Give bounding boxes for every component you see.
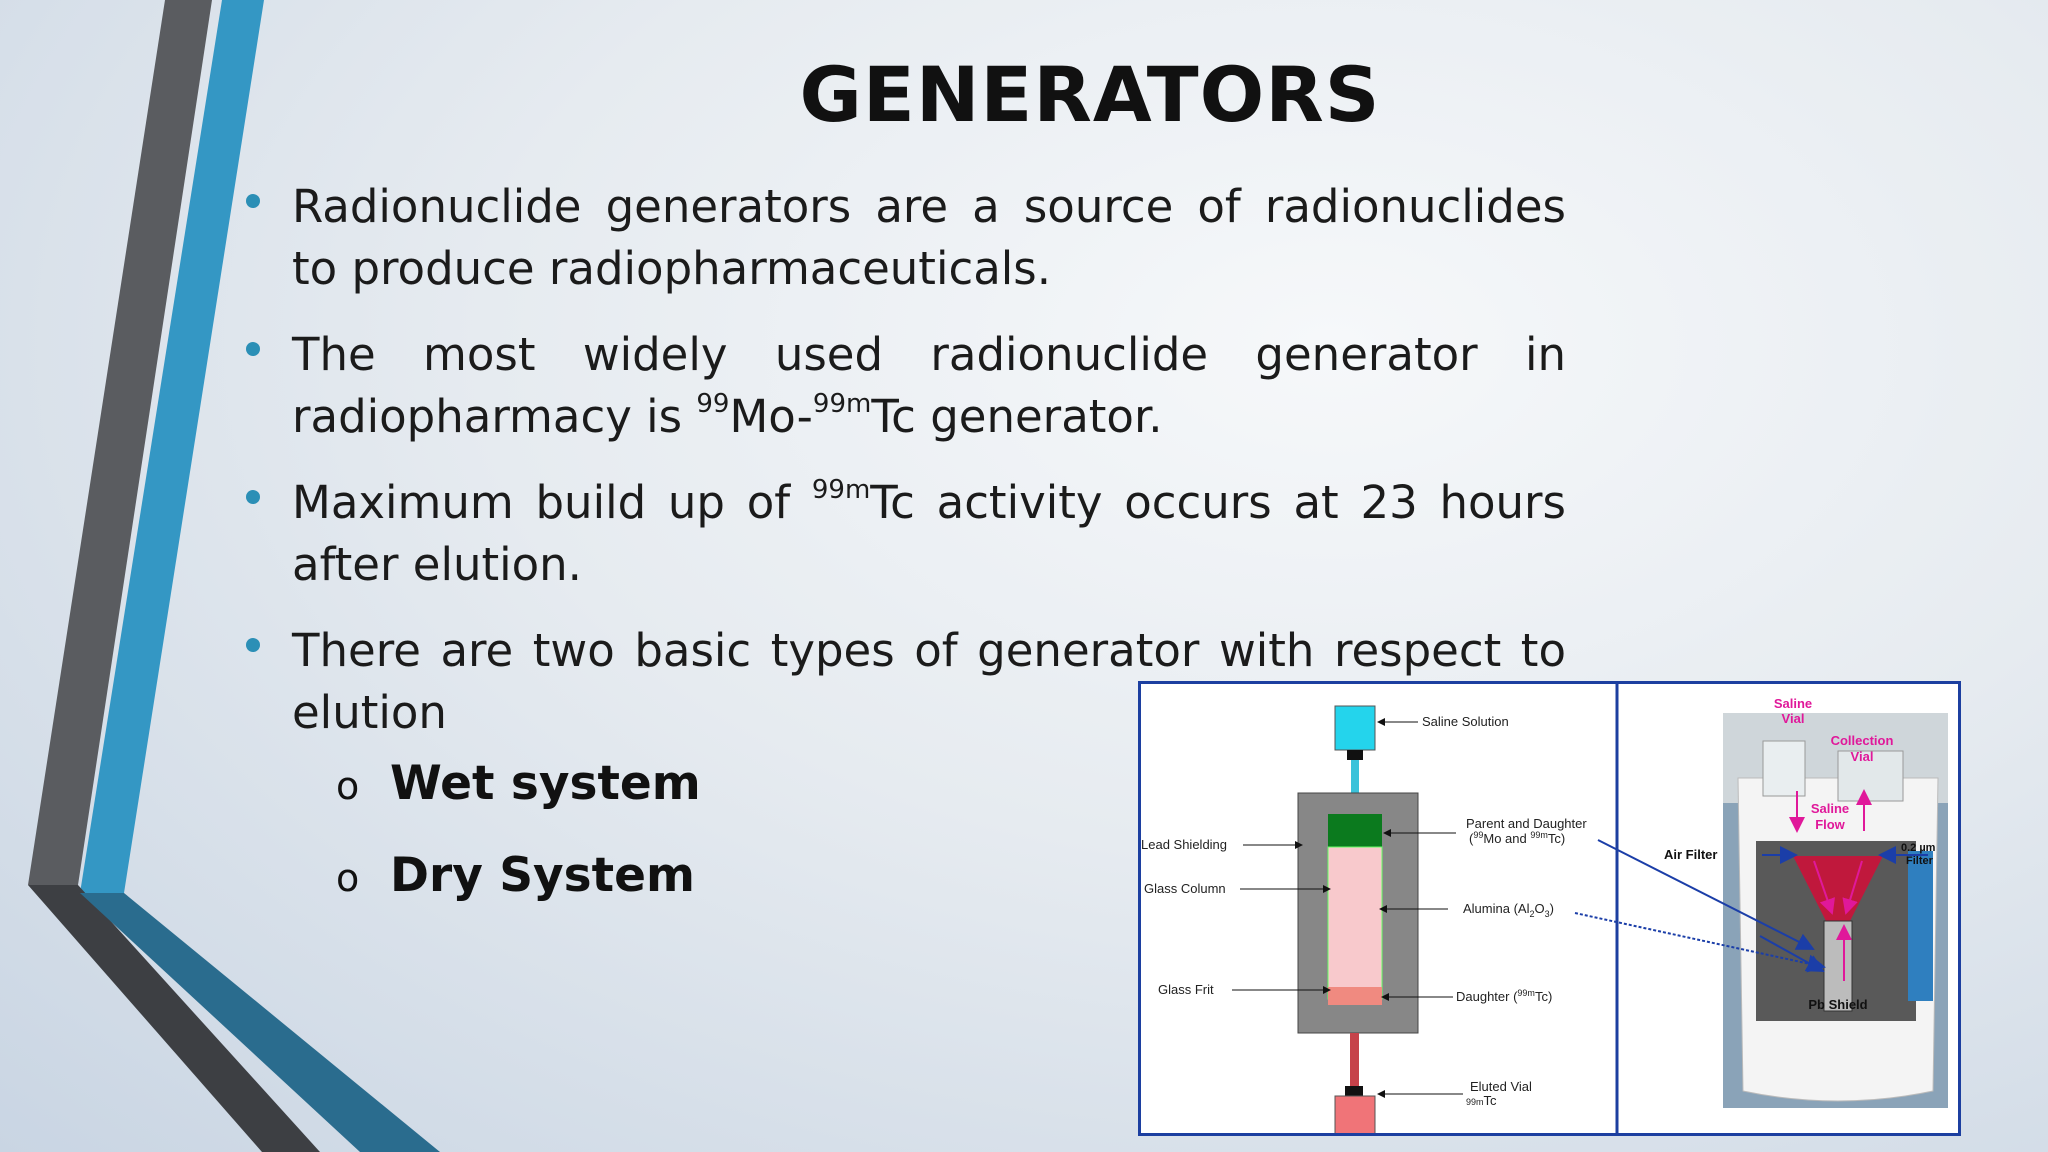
- sub-bullet-text: Dry System: [390, 848, 695, 903]
- eluted-vial-cap: [1345, 1086, 1363, 1096]
- label-eluted-vial: Eluted Vial: [1470, 1079, 1532, 1094]
- alumina-column: [1327, 846, 1383, 1000]
- label-pb-shield: Pb Shield: [1808, 997, 1867, 1012]
- label-saline-vial-2: Vial: [1782, 711, 1805, 726]
- eluted-vial: [1334, 1095, 1376, 1136]
- bullet-item: Maximum build up of 99mTc activity occur…: [246, 472, 1566, 596]
- label-air-filter: Air Filter: [1664, 847, 1717, 862]
- label-glass-frit: Glass Frit: [1158, 982, 1214, 997]
- label-eluted-tc: 99mTc: [1466, 1093, 1497, 1108]
- label-alumina: Alumina (Al2O3): [1463, 901, 1554, 919]
- arrow-pb-shield: [1759, 935, 1825, 972]
- label-lead-shielding: Lead Shielding: [1141, 837, 1227, 852]
- bullet-text: There are two basic types of generator w…: [292, 624, 1566, 739]
- label-collection-vial: Collection: [1831, 733, 1894, 748]
- label-filter: Filter: [1906, 855, 1934, 867]
- saline-flow-arrows: [1789, 789, 1872, 981]
- bullet-text: Radionuclide generators are a source of …: [292, 180, 1566, 295]
- label-saline-vial: Saline: [1774, 696, 1812, 711]
- sub-bullet-wet: o Wet system: [336, 756, 701, 811]
- label-mo-tc: (99Mo and 99mTc): [1469, 830, 1565, 846]
- outlet-tube: [1350, 1033, 1359, 1088]
- sub-bullet-marker: o: [336, 764, 360, 808]
- saline-vial-photo: [1762, 740, 1806, 797]
- arrow-parent-daughter: [1597, 839, 1815, 950]
- bullet-item: Radionuclide generators are a source of …: [246, 176, 1566, 300]
- label-glass-column: Glass Column: [1144, 881, 1226, 896]
- label-parent-daughter: Parent and Daughter: [1466, 816, 1587, 831]
- sub-bullet-marker: o: [336, 856, 360, 900]
- blue-stripe-upper: [80, 0, 264, 893]
- bucket-side-label: [1908, 851, 1933, 1001]
- bullet-item: There are two basic types of generator w…: [246, 620, 1566, 744]
- slide-title: GENERATORS: [799, 50, 1381, 139]
- label-filter-size: 0.2 µm: [1901, 842, 1936, 854]
- lead-shield-funnel: [1793, 856, 1883, 921]
- sub-bullet-dry: o Dry System: [336, 848, 695, 903]
- dark-stripe-upper: [28, 0, 212, 885]
- bullet-dot-icon: [246, 638, 260, 652]
- blue-stripe-lower: [80, 893, 440, 1152]
- label-daughter: Daughter (99mTc): [1456, 988, 1552, 1004]
- label-saline-flow: Saline: [1811, 801, 1849, 816]
- bullet-dot-icon: [246, 342, 260, 356]
- dark-stripe-lower: [28, 885, 320, 1152]
- figure-frame: [1138, 681, 1961, 1136]
- bullet-list: Radionuclide generators are a source of …: [246, 176, 1566, 768]
- bullet-dot-icon: [246, 490, 260, 504]
- bullet-text: The most widely used radionuclide genera…: [292, 328, 1566, 443]
- bullet-text: Maximum build up of 99mTc activity occur…: [292, 475, 1566, 591]
- glass-frit: [1328, 987, 1382, 1005]
- label-collection-vial-2: Vial: [1851, 749, 1874, 764]
- generator-photo: [1723, 713, 1948, 1108]
- flow-arrow-inner-left: [1813, 860, 1835, 915]
- parent-daughter-band: [1328, 814, 1382, 847]
- leader-lines: [1232, 718, 1463, 1098]
- generator-figure: Saline Solution Parent and Daughter (99M…: [1138, 681, 1961, 1136]
- label-saline-solution: Saline Solution: [1422, 714, 1509, 729]
- saline-cap: [1347, 750, 1363, 760]
- decorative-stripes: [28, 0, 440, 1152]
- bullet-dot-icon: [246, 194, 260, 208]
- bullet-item: The most widely used radionuclide genera…: [246, 324, 1566, 448]
- sub-bullet-text: Wet system: [390, 756, 701, 811]
- saline-bottle: [1334, 705, 1376, 751]
- inlet-tube: [1351, 760, 1359, 795]
- flow-arrow-inner-right: [1842, 860, 1863, 915]
- label-saline-flow-2: Flow: [1815, 817, 1845, 832]
